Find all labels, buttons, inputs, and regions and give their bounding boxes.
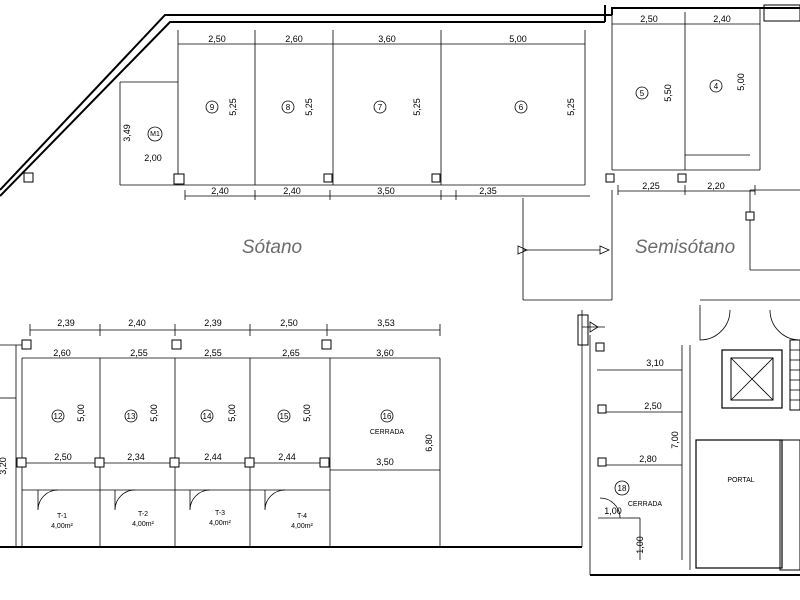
space-16: 16 CERRADA 6,80 (370, 409, 434, 452)
space-4-depth: 5,00 (736, 73, 746, 91)
space-15-number: 15 (280, 412, 289, 421)
mid-dim-1: 2,50 (54, 452, 72, 462)
space-4-number: 4 (714, 82, 719, 91)
portal-label: PORTAL (727, 477, 754, 484)
mid-dim-5: 3,50 (376, 457, 394, 467)
outer-dim-2: 2,40 (128, 318, 146, 328)
storage-t3-area: 4,00m² (209, 520, 231, 527)
space-15-depth: 5,00 (302, 404, 312, 422)
top-dim-3: 3,60 (378, 34, 396, 44)
area-label-sotano: Sótano (242, 237, 302, 258)
space-14: 14 5,00 (200, 404, 237, 423)
storage-t1-area: 4,00m² (51, 523, 73, 530)
top-dim-1: 2,50 (208, 34, 226, 44)
space-18-dim-1: 3,10 (646, 358, 664, 368)
space-6: 6 5,25 (514, 98, 576, 116)
outer-walls (0, 5, 800, 576)
space-18-status: CERRADA (628, 501, 663, 508)
storage-t4-name: T-4 (297, 513, 307, 520)
space-14-depth: 5,00 (227, 404, 237, 422)
top-parking-row (119, 30, 590, 200)
space-12-number: 12 (54, 412, 63, 421)
storage-t2-name: T-2 (138, 511, 148, 518)
inner-dim-4: 2,65 (282, 348, 300, 358)
top-right-parking (605, 4, 800, 271)
storage-t1-name: T-1 (57, 513, 67, 520)
space-18-small-dim-1: 1,00 (604, 506, 622, 516)
space-16-depth: 6,80 (424, 434, 434, 452)
space-16-number: 16 (383, 412, 392, 421)
tr-top-dim-2: 2,40 (713, 14, 731, 24)
tr-top-dim-1: 2,50 (640, 14, 658, 24)
space-18: 18 CERRADA (614, 480, 663, 508)
portal-area (695, 299, 800, 571)
space-5: 5 5,50 (635, 84, 673, 102)
bottom-parking-row (0, 324, 441, 547)
inner-dim-2: 2,55 (130, 348, 148, 358)
mid-dim-2: 2,34 (127, 452, 145, 462)
left-edge-dim: 3,20 (0, 457, 8, 475)
bottom-dim-2: 2,40 (283, 186, 301, 196)
storage-t4-area: 4,00m² (291, 523, 313, 530)
top-dim-4: 5,00 (509, 34, 527, 44)
space-13: 13 5,00 (124, 404, 159, 423)
space-18-number: 18 (618, 484, 627, 493)
space-16-status: CERRADA (370, 429, 405, 436)
space-18-dim-3: 2,80 (639, 454, 657, 464)
space-7: 7 5,25 (373, 98, 422, 116)
bottom-dim-1: 2,40 (211, 186, 229, 196)
space-m1-number: M1 (150, 131, 160, 138)
space-18-dim-2: 2,50 (644, 401, 662, 411)
bottom-dim-4: 2,35 (479, 186, 497, 196)
outer-dim-1: 2,39 (57, 318, 75, 328)
space-12-depth: 5,00 (76, 404, 86, 422)
space-9: 9 5,25 (205, 98, 238, 116)
inner-dim-1: 2,60 (53, 348, 71, 358)
space-5-number: 5 (640, 89, 645, 98)
storage-rooms (37, 489, 286, 511)
outer-dim-3: 2,39 (204, 318, 222, 328)
ramp (517, 190, 613, 301)
storage-t2-area: 4,00m² (132, 521, 154, 528)
space-18-depth: 7,00 (670, 431, 680, 449)
area-label-semisotano: Semisótano (635, 237, 735, 258)
space-13-depth: 5,00 (149, 404, 159, 422)
space-7-depth: 5,25 (412, 98, 422, 116)
space-13-number: 13 (127, 412, 136, 421)
space-6-depth: 5,25 (566, 98, 576, 116)
space-m1: M1 3,49 2,00 (122, 124, 163, 163)
space-8: 8 5,25 (281, 98, 314, 116)
space-18-small-dim-2: 1,00 (635, 536, 645, 554)
mid-dim-4: 2,44 (278, 452, 296, 462)
inner-dim-3: 2,55 (204, 348, 222, 358)
space-4: 4 5,00 (709, 73, 746, 93)
inner-dim-5: 3,60 (376, 348, 394, 358)
space-14-number: 14 (203, 412, 212, 421)
space-9-number: 9 (210, 103, 215, 112)
space-m1-width: 2,00 (144, 153, 162, 163)
mid-dim-3: 2,44 (204, 452, 222, 462)
space-7-number: 7 (378, 103, 383, 112)
tr-bottom-dim-1: 2,25 (642, 181, 660, 191)
space-8-number: 8 (286, 103, 291, 112)
bottom-dim-3: 3,50 (377, 186, 395, 196)
outer-dim-5: 3,53 (377, 318, 395, 328)
space-8-depth: 5,25 (304, 98, 314, 116)
storage-t3-name: T-3 (215, 510, 225, 517)
top-dim-2: 2,60 (285, 34, 303, 44)
outer-dim-4: 2,50 (280, 318, 298, 328)
space-18-area (577, 314, 691, 570)
space-6-number: 6 (519, 103, 524, 112)
space-12: 12 5,00 (51, 404, 86, 423)
tr-bottom-dim-2: 2,20 (707, 181, 725, 191)
space-5-depth: 5,50 (663, 84, 673, 102)
space-m1-height: 3,49 (122, 124, 132, 142)
space-9-depth: 5,25 (228, 98, 238, 116)
space-15: 15 5,00 (277, 404, 312, 423)
